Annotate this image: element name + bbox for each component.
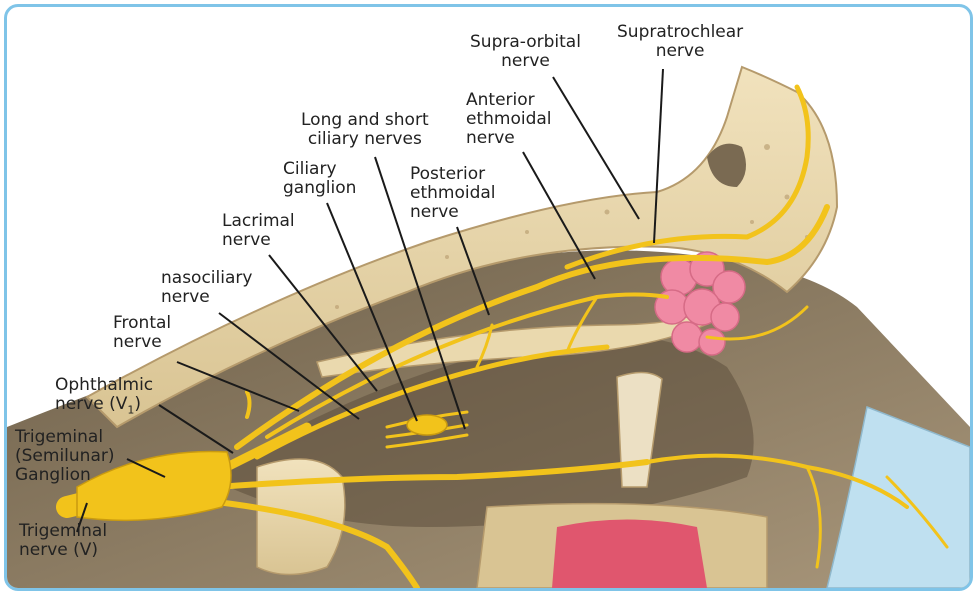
label-anterior-ethmoidal-nerve: Anterior ethmoidal nerve bbox=[466, 90, 552, 148]
label-supra-orbital-nerve: Supra-orbital nerve bbox=[470, 32, 581, 71]
nasal-mucosa bbox=[552, 519, 707, 588]
label-nasociliary-nerve: nasociliary nerve bbox=[161, 268, 253, 307]
label-trigeminal-ganglion: Trigeminal (Semilunar) Ganglion bbox=[15, 427, 115, 485]
label-frontal-nerve: Frontal nerve bbox=[113, 313, 172, 352]
trigeminal-ganglion bbox=[76, 450, 232, 522]
diagram-frame: Supra-orbital nerve Supratrochlear nerve… bbox=[4, 4, 973, 591]
label-ciliary-ganglion: Ciliary ganglion bbox=[283, 159, 357, 198]
ophthalmic-subscript: 1 bbox=[127, 403, 135, 417]
nasal-bone bbox=[616, 371, 663, 488]
label-supratrochlear-nerve: Supratrochlear nerve bbox=[617, 22, 744, 61]
label-ophthalmic-nerve: Ophthalmic nerve (V1) bbox=[55, 376, 153, 419]
label-trigeminal-nerve: Trigeminal nerve (V) bbox=[19, 521, 108, 560]
ophthalmic-close: ) bbox=[134, 394, 142, 414]
label-ciliary-nerves: Long and short ciliary nerves bbox=[301, 110, 429, 149]
ophthalmic-line1: Ophthalmic bbox=[55, 375, 154, 395]
ophthalmic-line2: nerve (V bbox=[55, 394, 128, 414]
facial-skin bbox=[826, 405, 970, 588]
frontal-sinus bbox=[707, 143, 746, 187]
anatomy-illustration bbox=[7, 65, 970, 588]
label-posterior-ethmoidal-nerve: Posterior ethmoidal nerve bbox=[410, 164, 496, 222]
leader-lines bbox=[76, 68, 664, 533]
label-lacrimal-nerve: Lacrimal nerve bbox=[222, 211, 295, 250]
lacrimal-gland bbox=[654, 251, 746, 356]
frontal-bone bbox=[85, 65, 839, 429]
ciliary-ganglion bbox=[406, 414, 448, 436]
